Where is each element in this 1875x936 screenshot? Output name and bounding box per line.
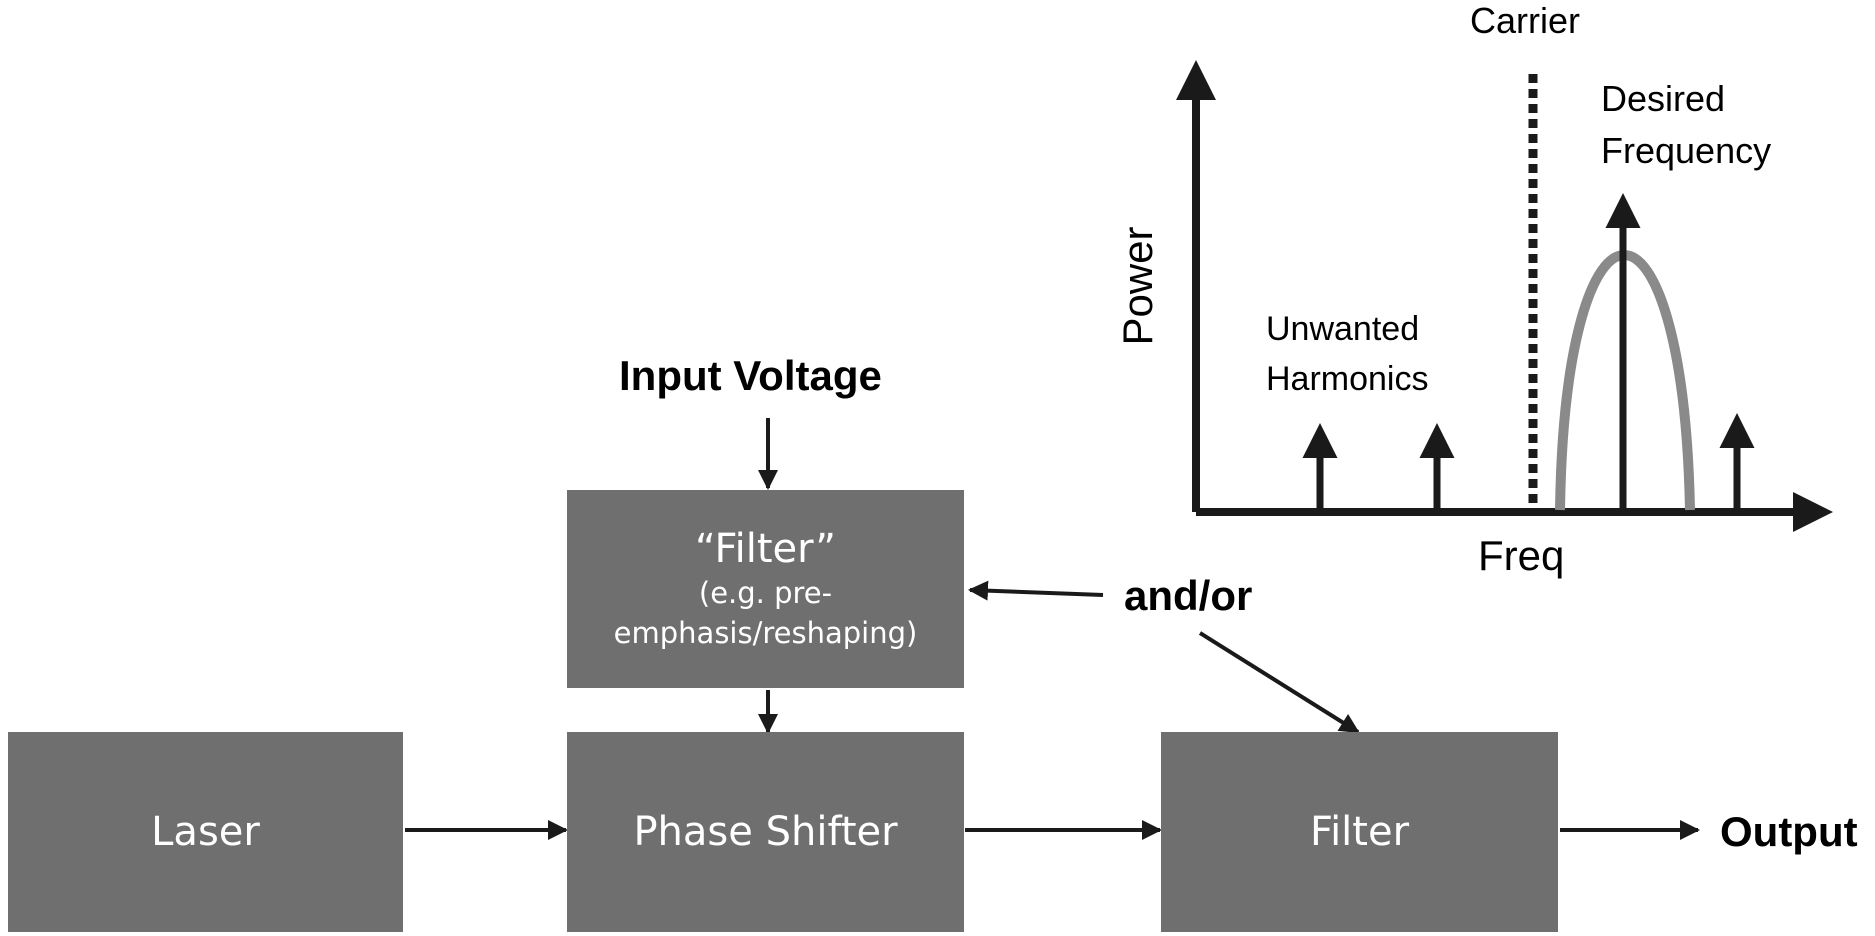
output-label: Output: [1720, 808, 1858, 856]
arrow-andor-to-filter: [1200, 633, 1358, 732]
and-or-label: and/or: [1124, 572, 1252, 620]
phase-shifter-label: Phase Shifter: [633, 809, 897, 855]
prefilter-subtitle-line2: emphasis/reshaping): [614, 613, 918, 653]
prefilter-subtitle-line1: (e.g. pre-: [699, 573, 832, 613]
x-axis-label: Freq: [1478, 532, 1564, 580]
y-axis-label: Power: [1114, 206, 1162, 366]
unwanted-harmonics-label-line1: Unwanted: [1266, 304, 1419, 354]
filter-label: Filter: [1310, 809, 1409, 855]
prefilter-block: “Filter” (e.g. pre- emphasis/reshaping): [567, 490, 964, 688]
prefilter-title: “Filter”: [695, 525, 836, 573]
unwanted-harmonics-label-line2: Harmonics: [1266, 354, 1428, 404]
carrier-label: Carrier: [1470, 0, 1580, 42]
filter-block: Filter: [1161, 732, 1558, 932]
desired-frequency-label-line2: Frequency: [1601, 130, 1771, 172]
desired-frequency-label-line1: Desired: [1601, 78, 1725, 120]
laser-block: Laser: [8, 732, 403, 932]
laser-label: Laser: [151, 809, 260, 855]
phase-shifter-block: Phase Shifter: [567, 732, 964, 932]
input-voltage-label: Input Voltage: [619, 352, 882, 400]
arrow-andor-to-prefilter: [970, 590, 1103, 595]
